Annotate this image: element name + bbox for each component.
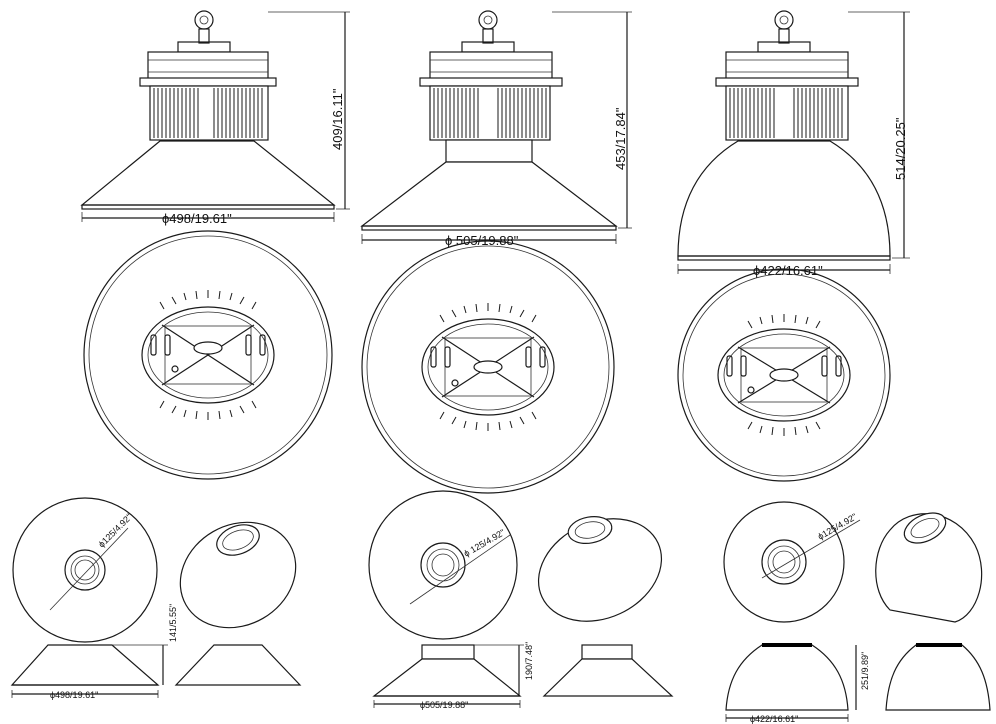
- heatsink-fins: [429, 85, 551, 141]
- eye-bolt-icon: [774, 10, 794, 30]
- lamp-2-top-view: [361, 240, 615, 494]
- eye-bolt-icon: [478, 10, 498, 30]
- reflector-dome: [677, 140, 891, 257]
- reflector-2-bore-label: ϕ 125/4.92": [462, 527, 507, 559]
- lamp-2-diameter-label: ϕ 505/19.88": [445, 233, 519, 248]
- reflector-1-bore-label: ϕ125/4.92": [96, 512, 134, 550]
- lamp-3-diameter-label: ϕ422/16.61": [753, 263, 823, 278]
- heatsink-fins: [725, 85, 849, 141]
- reflector-2-height-label: 190/7.48": [524, 642, 534, 680]
- lamp-1-top-view: [83, 230, 333, 480]
- reflector-3-diameter-label: ϕ422/16.61": [750, 714, 798, 724]
- reflector-1-height-label: 141/5.55": [168, 604, 178, 642]
- reflector-collar: [445, 139, 533, 163]
- lamp-3-height-label: 514/20.25": [893, 117, 908, 180]
- eye-bolt-icon: [194, 10, 214, 30]
- reflector-1-diameter-label: ϕ498/19.61": [50, 690, 98, 700]
- reflector-1-views: ϕ125/4.92" 141/5.55" ϕ498/19.61": [10, 497, 302, 700]
- lamp-1-height-label: 409/16.11": [330, 88, 345, 150]
- reflector-3-height-label: 251/9.89": [860, 652, 870, 690]
- heatsink-fins: [149, 85, 269, 141]
- lamp-2-height-label: 453/17.84": [613, 107, 628, 170]
- reflector-2-views: ϕ 125/4.92" 190/7.48" ϕ505/19.88": [368, 490, 674, 710]
- lamp-3-top-view: [677, 268, 891, 482]
- lamp-1-diameter-label: ϕ498/19.61": [162, 211, 232, 226]
- lamp-2-side-view: 453/17.84" ϕ 505/19.88": [360, 10, 632, 248]
- reflector-3-views: ϕ125/4.92" 251/9.89" ϕ422/16.61": [723, 501, 991, 724]
- reflector-2-diameter-label: ϕ505/19.88": [420, 700, 468, 710]
- reflector-cone: [80, 140, 336, 206]
- reflector-cone: [360, 161, 618, 227]
- lamp-1-side-view: 409/16.11" ϕ498/19.61": [80, 10, 350, 226]
- lamp-3-side-view: 514/20.25" ϕ422/16.61": [677, 10, 910, 278]
